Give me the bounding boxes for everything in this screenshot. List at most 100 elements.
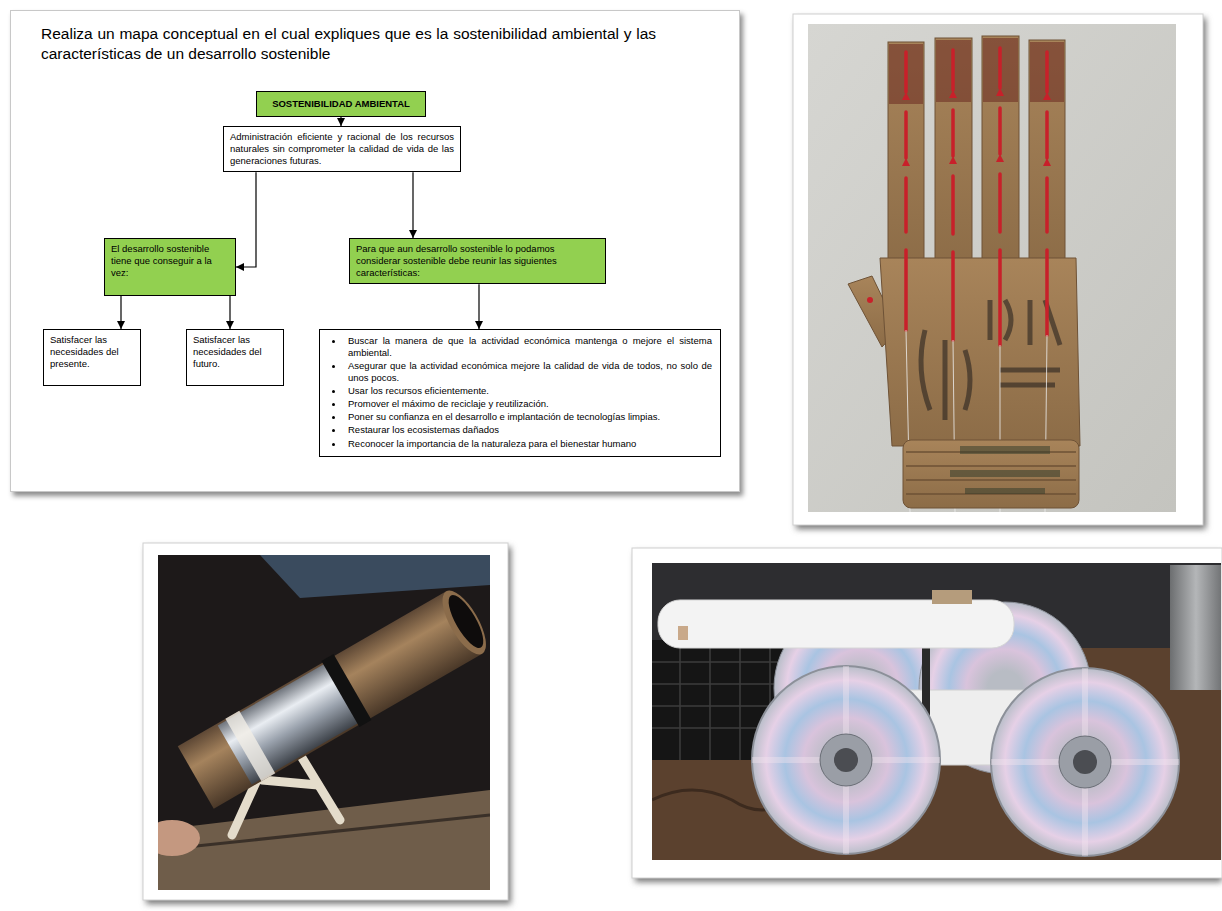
monitor-area [652, 563, 1221, 648]
tape-piece [678, 626, 688, 640]
bullet-dot [332, 390, 335, 393]
box-text: Para que aun desarrollo sostenible lo po… [356, 243, 599, 279]
hand-image [808, 24, 1176, 512]
cuff-print [965, 488, 1045, 494]
cuff-ridges [906, 452, 1076, 494]
photo-frame [632, 548, 1222, 878]
wall [808, 24, 1176, 512]
base-edge [158, 815, 490, 850]
list-text: Asegurar que la actividad económica mejo… [348, 360, 712, 384]
cardboard-cuff [903, 440, 1079, 508]
cd-wheel-front [991, 668, 1179, 856]
list-text: Poner su confianza en el desarrollo e im… [348, 411, 712, 423]
cd-wheel-front [752, 666, 940, 854]
photo-frame [143, 543, 508, 900]
straw-tips [867, 297, 873, 303]
stand-sticks [262, 780, 318, 785]
list-text: Promover el máximo de reciclaje y reutil… [348, 398, 712, 410]
cardboard-piece [932, 590, 972, 604]
frame-shadow [146, 547, 511, 904]
list-item: Buscar la manera de que la actividad eco… [320, 335, 712, 359]
tube-opening [442, 591, 489, 653]
box-text: El desarrollo sostenible tiene que conse… [111, 243, 229, 279]
car-photo [632, 548, 1222, 882]
bullet-dot [332, 340, 335, 343]
paper-tape [225, 711, 275, 781]
cd-wheel-front [820, 734, 872, 786]
bullet-dot [332, 416, 335, 419]
cardboard-base [158, 790, 490, 890]
arrow-connector [478, 284, 479, 329]
bullet-dot [332, 365, 335, 368]
bullet-dot [332, 443, 335, 446]
cd-wheel-front [1059, 736, 1111, 788]
list-item: Poner su confianza en el desarrollo e im… [320, 411, 712, 423]
screen-glow [260, 555, 490, 598]
cd-wheel-front [752, 666, 940, 854]
arrow-connector [236, 172, 256, 267]
frame-shadow [796, 18, 1206, 529]
list-item: Promover el máximo de reciclaje y reutil… [320, 398, 712, 410]
cd-wheel-front [991, 668, 1179, 856]
cardboard-tube [178, 591, 482, 808]
cuff-print [950, 470, 1060, 477]
list-item: Reconocer la importancia de la naturalez… [320, 438, 712, 450]
arrow-connector [340, 117, 341, 126]
cd-wheel-front [991, 668, 1179, 856]
list-text: Restaurar los ecosistemas dañados [348, 424, 712, 436]
straw-tips [902, 90, 957, 166]
arrow-connector [412, 172, 413, 238]
red-straws [906, 48, 1047, 345]
concept-box: Satisfacer las necesidades del futuro. [186, 329, 284, 386]
car-image [652, 563, 1221, 860]
straw-tips [996, 88, 1051, 166]
list-text: Buscar la manera de que la actividad eco… [348, 335, 712, 359]
finger-print-marks [889, 38, 1064, 104]
box-text: Satisfacer las necesidades del futuro. [193, 334, 277, 370]
frame-shadow [635, 552, 1222, 882]
concept-box: Satisfacer las necesidades del presente. [43, 329, 141, 386]
arrow-connector [229, 296, 230, 329]
concept-box-green: Para que aun desarrollo sostenible lo po… [349, 238, 606, 284]
cd-wheel-front [1073, 750, 1097, 774]
palm-print-marks [921, 330, 970, 420]
concept-box: Administración eficiente y racional de l… [223, 126, 461, 172]
hand-photo [793, 14, 1206, 529]
list-text: Reconocer la importancia de la naturalez… [348, 438, 712, 450]
tube-image [158, 555, 490, 890]
cuff-print [950, 446, 1060, 494]
concept-box-green: SOSTENIBILIDAD AMBIENTAL [256, 91, 426, 117]
list-item: Restaurar los ecosistemas dañados [320, 424, 712, 436]
box-text: Administración eficiente y racional de l… [230, 131, 454, 167]
list-box: Buscar la manera de que la actividad eco… [319, 329, 721, 457]
list-item: Asegurar que la actividad económica mejo… [320, 360, 712, 384]
heading: Realiza un mapa conceptual en el cual ex… [41, 24, 656, 64]
straw-tips [867, 88, 1051, 303]
bullet-dot [332, 403, 335, 406]
palm-print-marks [921, 300, 1060, 420]
photo-frame [793, 14, 1203, 525]
cuff-ridges [906, 452, 1076, 494]
metal-cup [1170, 565, 1221, 690]
concept-map-panel: Realiza un mapa conceptual en el cual ex… [10, 10, 740, 492]
cardboard-palm [880, 258, 1080, 446]
dark-background [158, 555, 490, 890]
tube-rim [434, 584, 490, 660]
cd-wheel-front [752, 666, 940, 854]
foam-top-bar [658, 600, 1014, 648]
cuff-print [960, 446, 1050, 454]
list-item: Usar los recursos eficientemente. [320, 385, 712, 397]
cd-wheel-front [834, 748, 858, 772]
box-text: Satisfacer las necesidades del presente. [50, 334, 134, 370]
wooden-desk [652, 563, 1221, 860]
concept-box-green: El desarrollo sostenible tiene que conse… [104, 238, 236, 296]
bullet-dot [332, 429, 335, 432]
tube [177, 583, 490, 811]
tube-photo [143, 543, 511, 904]
list-text: Usar los recursos eficientemente. [348, 385, 712, 397]
hand [158, 820, 200, 856]
palm-print-marks [1000, 370, 1060, 385]
box-text: SOSTENIBILIDAD AMBIENTAL [263, 98, 419, 110]
tape-band [321, 654, 371, 727]
arrow-connector [120, 296, 121, 329]
